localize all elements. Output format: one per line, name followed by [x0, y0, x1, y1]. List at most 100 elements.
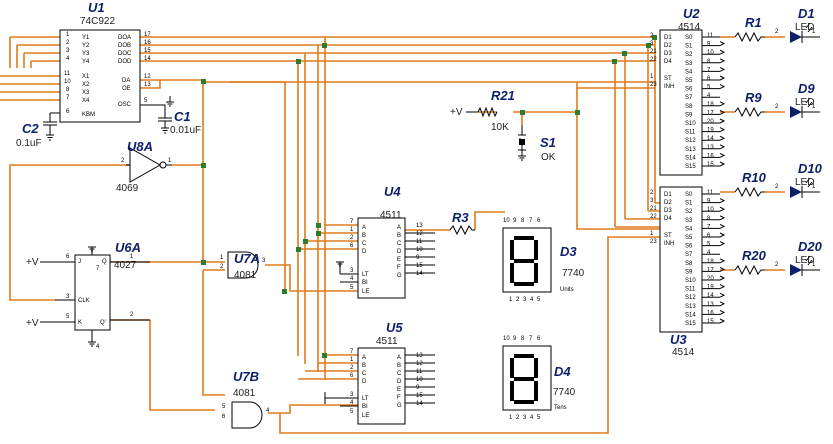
u1-pin-da: DA	[122, 78, 130, 84]
u3-pins-nc-mark	[719, 318, 726, 324]
u5-decoder: U5 4511 A B C D LT BI LE A B C D E F G 7…	[324, 320, 435, 425]
led-resistor-refdes: R20	[742, 248, 767, 263]
d4-pin-9: 9	[513, 336, 517, 342]
d4-digit	[510, 354, 538, 404]
u2-pins-pin-inh: INH	[664, 84, 674, 90]
u5-num-13: 13	[416, 353, 423, 359]
u5-pin-lt: LT	[362, 396, 369, 402]
u4-pin-le: LE	[362, 289, 369, 295]
u2-pins-out-s7: S7	[685, 95, 693, 101]
u6a-num-4: 4	[96, 344, 100, 350]
u3-pins-outnum-19: 19	[707, 285, 714, 291]
u1-num-13: 13	[144, 82, 151, 88]
u1-num-15: 15	[144, 48, 151, 54]
u3-pins-out-s3: S3	[685, 218, 693, 224]
u5-num-7: 7	[350, 349, 354, 355]
u3-pins-nc-mark	[719, 258, 726, 264]
u4-num-13: 13	[416, 223, 423, 229]
u2-pins-num-23: 23	[650, 82, 657, 88]
u1-pin-x3: X3	[82, 90, 90, 96]
u6a-num-1: 1	[130, 254, 134, 260]
u3-pins-out-s1: S1	[685, 201, 693, 207]
d3-pin-3: 3	[523, 297, 527, 303]
u2-pins-outnum-20: 20	[707, 119, 714, 125]
u4-out-a: A	[397, 225, 401, 231]
c1-refdes: C1	[174, 109, 191, 124]
u2-pins-nc-mark	[719, 66, 726, 72]
u3-pins-out-s15: S15	[685, 321, 696, 327]
u5-pin-c: C	[362, 371, 367, 377]
u3-pins-out-s6: S6	[685, 244, 693, 250]
u5-pin-b: B	[362, 363, 366, 369]
u3-pins-num-3: 3	[650, 198, 654, 204]
u1-pin-kbm: KBM	[82, 112, 95, 118]
u3-pins-nc-mark	[719, 309, 726, 315]
u2-pins-num-2: 2	[650, 33, 654, 39]
u3-pins-outnum-7: 7	[707, 224, 711, 230]
u4-pin-lt: LT	[362, 272, 369, 278]
u1-pin-y1: Y1	[82, 35, 90, 41]
r21-resistor: +V R21 10K	[450, 88, 515, 133]
d3-pin-2: 2	[516, 297, 520, 303]
led-resistor	[734, 106, 765, 118]
u4-pin-d: D	[362, 249, 367, 255]
u5-pin-le: LE	[362, 413, 369, 419]
u3-pins-out-s10: S10	[685, 278, 696, 284]
c2-value: 0.1uF	[16, 138, 42, 149]
u6a-num-6: 6	[66, 254, 70, 260]
u2-pins-num-3: 3	[650, 41, 654, 47]
s1-value: OK	[541, 152, 556, 163]
u5-out-d: D	[397, 379, 402, 385]
u2-pins-outnum-11: 11	[707, 33, 714, 39]
u2-pins-out-s9: S9	[685, 112, 693, 118]
u5-num-9: 9	[416, 385, 420, 391]
led-diode	[790, 106, 802, 118]
led-refdes: D9	[798, 81, 815, 96]
u6a-num-7: 7	[96, 266, 100, 272]
u4-pin-c: C	[362, 241, 367, 247]
led-resistor	[734, 31, 765, 43]
u3-pins-pin-d2: D2	[664, 200, 672, 206]
r21-refdes: R21	[491, 88, 515, 103]
u1-pin-y2: Y2	[82, 43, 90, 49]
u1-value: 74C922	[80, 16, 115, 27]
u5-pin-bi: BI	[362, 404, 368, 410]
u5-out-e: E	[397, 387, 401, 393]
led-label: LED	[795, 22, 814, 33]
u4-num-10: 10	[416, 247, 423, 253]
u5-num-4: 4	[350, 400, 354, 406]
u2-pins-outnum-8: 8	[707, 59, 711, 65]
u2-pins-outnum-14: 14	[707, 136, 714, 142]
u3-pins-outnum-13: 13	[707, 302, 714, 308]
s1-refdes: S1	[540, 135, 556, 150]
u4-pin-b: B	[362, 233, 366, 239]
u1-pin-x2: X2	[82, 82, 90, 88]
d3-pin-1: 1	[509, 297, 513, 303]
u8a-inverter: U8A 4069 2 1	[116, 139, 172, 194]
u3-pins-nc-mark	[719, 266, 726, 272]
u1-pin-oe: OE	[122, 86, 131, 92]
u7b-refdes: U7B	[233, 369, 259, 384]
u5-num-14: 14	[416, 401, 423, 407]
d4-sub: Tens	[554, 405, 567, 411]
u2-pins-out-s14: S14	[685, 155, 696, 161]
u3-pins-out-s7: S7	[685, 252, 693, 258]
u1-pin-osc: OSC	[118, 102, 132, 108]
u6a-num-2: 2	[130, 312, 134, 318]
u2-pins-out-s6: S6	[685, 87, 693, 93]
u7b-num-4: 4	[266, 408, 270, 414]
u2-pins-outnum-17: 17	[707, 110, 714, 116]
u5-pin-a: A	[362, 355, 366, 361]
u4-out-e: E	[397, 257, 401, 263]
u2-pins-out-s2: S2	[685, 52, 693, 58]
u2-pins-pin-d3: D3	[664, 51, 672, 57]
u2-pins-num-1: 1	[650, 74, 654, 80]
u3-pins-outnum-15: 15	[707, 319, 714, 325]
u1-num-14: 14	[144, 56, 151, 62]
u1-num-5: 5	[144, 98, 148, 104]
u3-pins-num-22: 22	[650, 214, 657, 220]
u3-pins-outnum-16: 16	[707, 310, 714, 316]
u3-pins-outnum-6: 6	[707, 233, 711, 239]
u3-pins-outnum-10: 10	[707, 207, 714, 213]
